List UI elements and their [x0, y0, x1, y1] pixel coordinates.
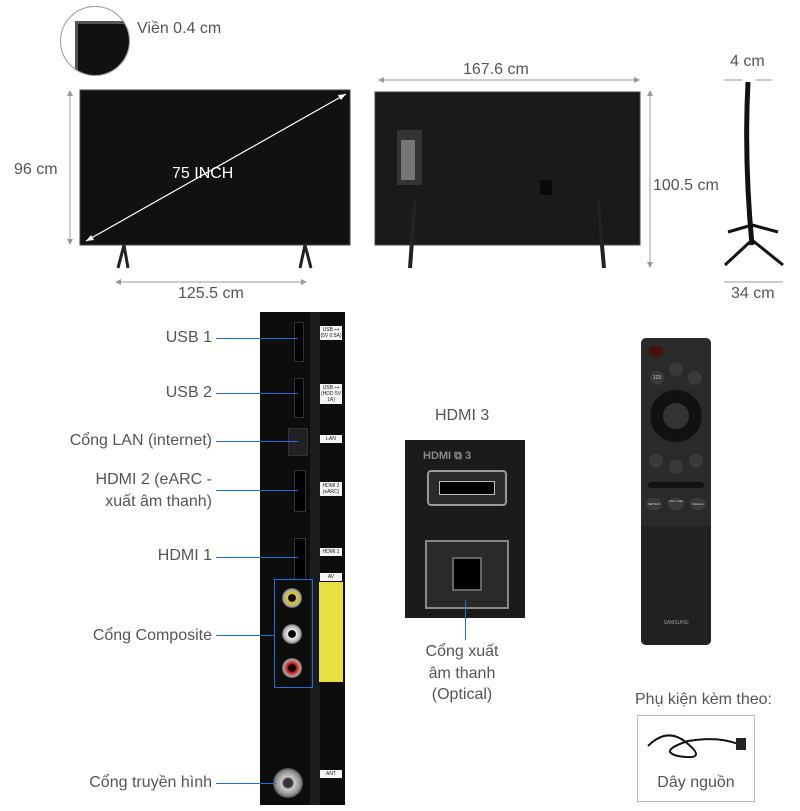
remote-button: 123	[650, 371, 664, 385]
pointer-line	[465, 600, 466, 640]
pointer-line	[216, 490, 298, 491]
color-buttons-icon	[688, 371, 702, 385]
port-tag: HDMI 1	[320, 548, 342, 556]
port-label-hdmi1: HDMI 1	[157, 547, 212, 564]
port-label-antenna: Cổng truyền hình	[89, 774, 212, 791]
port-tag: LAN	[320, 435, 342, 443]
hdmi3-closeup: HDMI ⧉ 3	[405, 440, 525, 618]
port-label-hdmi2-line2: xuất âm thanh)	[105, 493, 212, 510]
composite-yellow	[282, 588, 302, 608]
back-height-label: 100.5 cm	[653, 177, 719, 194]
stand-depth-label: 34 cm	[731, 285, 775, 302]
accessory-box: Dây nguồn	[637, 715, 755, 802]
pointer-line	[216, 393, 298, 394]
power-icon	[649, 346, 663, 356]
pointer-line	[216, 338, 298, 339]
screen-size-label: 75 INCH	[172, 165, 234, 182]
port-tag: USB ⊶ (HDD 5V 1A)	[320, 384, 342, 404]
optical-label-2: âm thanh	[428, 665, 496, 682]
composite-highlight	[274, 579, 313, 688]
port-label-composite: Cổng Composite	[92, 627, 212, 644]
hdmi1-port	[294, 538, 306, 580]
front-height-label: 96 cm	[14, 161, 58, 178]
hdmi2-port	[294, 470, 306, 512]
port-label-lan: Cổng LAN (internet)	[69, 432, 212, 449]
prime-button: prime video	[668, 498, 684, 510]
port-tag: USB ⊶ (5V 0.5A)	[320, 326, 342, 340]
optical-label-3: (Optical)	[431, 686, 493, 703]
accessories-title: Phụ kiện kèm theo:	[635, 691, 772, 708]
lan-port	[288, 428, 308, 456]
bezel-label: Viền 0.4 cm	[137, 20, 222, 37]
power-cord-icon	[647, 734, 746, 759]
hdmi3-plate: HDMI ⧉ 3	[423, 450, 472, 462]
pointer-line	[216, 441, 298, 442]
remote-brand: SAMSUNG	[663, 620, 689, 626]
mic-icon	[669, 362, 683, 376]
tv-dimension-drawings	[67, 77, 784, 285]
av-label-strip	[319, 582, 343, 682]
pointer-line	[216, 557, 298, 558]
home-icon	[669, 460, 683, 474]
composite-white	[282, 624, 302, 644]
port-label-usb2: USB 2	[165, 384, 212, 401]
pointer-line	[216, 635, 274, 636]
remote-control: 123 NETFLIX prime video Rakuten SAMSUNG	[641, 338, 711, 645]
composite-red	[282, 658, 302, 678]
back-width-label: 167.6 cm	[463, 61, 529, 78]
back-icon	[649, 454, 663, 468]
netflix-button: NETFLIX	[646, 498, 662, 510]
pointer-line	[216, 783, 276, 784]
port-tag: HDMI 2 (eARC)	[320, 482, 342, 496]
usb2-port	[294, 378, 304, 418]
antenna-port	[273, 768, 303, 798]
accessory-item: Dây nguồn	[657, 774, 735, 791]
bezel-inset	[60, 6, 130, 76]
port-label-usb1: USB 1	[165, 329, 212, 346]
play-pause-icon	[689, 454, 703, 468]
port-label-hdmi2: HDMI 2 (eARC -	[95, 471, 212, 488]
rakuten-button: Rakuten	[690, 498, 706, 510]
depth-label: 4 cm	[730, 53, 765, 70]
hdmi3-label: HDMI 3	[435, 407, 490, 424]
port-tag: AV	[320, 573, 342, 581]
front-width-label: 125.5 cm	[178, 285, 244, 302]
port-tag: ANT	[320, 770, 342, 778]
usb1-port	[294, 322, 304, 362]
optical-label-1: Cổng xuất	[425, 643, 499, 660]
